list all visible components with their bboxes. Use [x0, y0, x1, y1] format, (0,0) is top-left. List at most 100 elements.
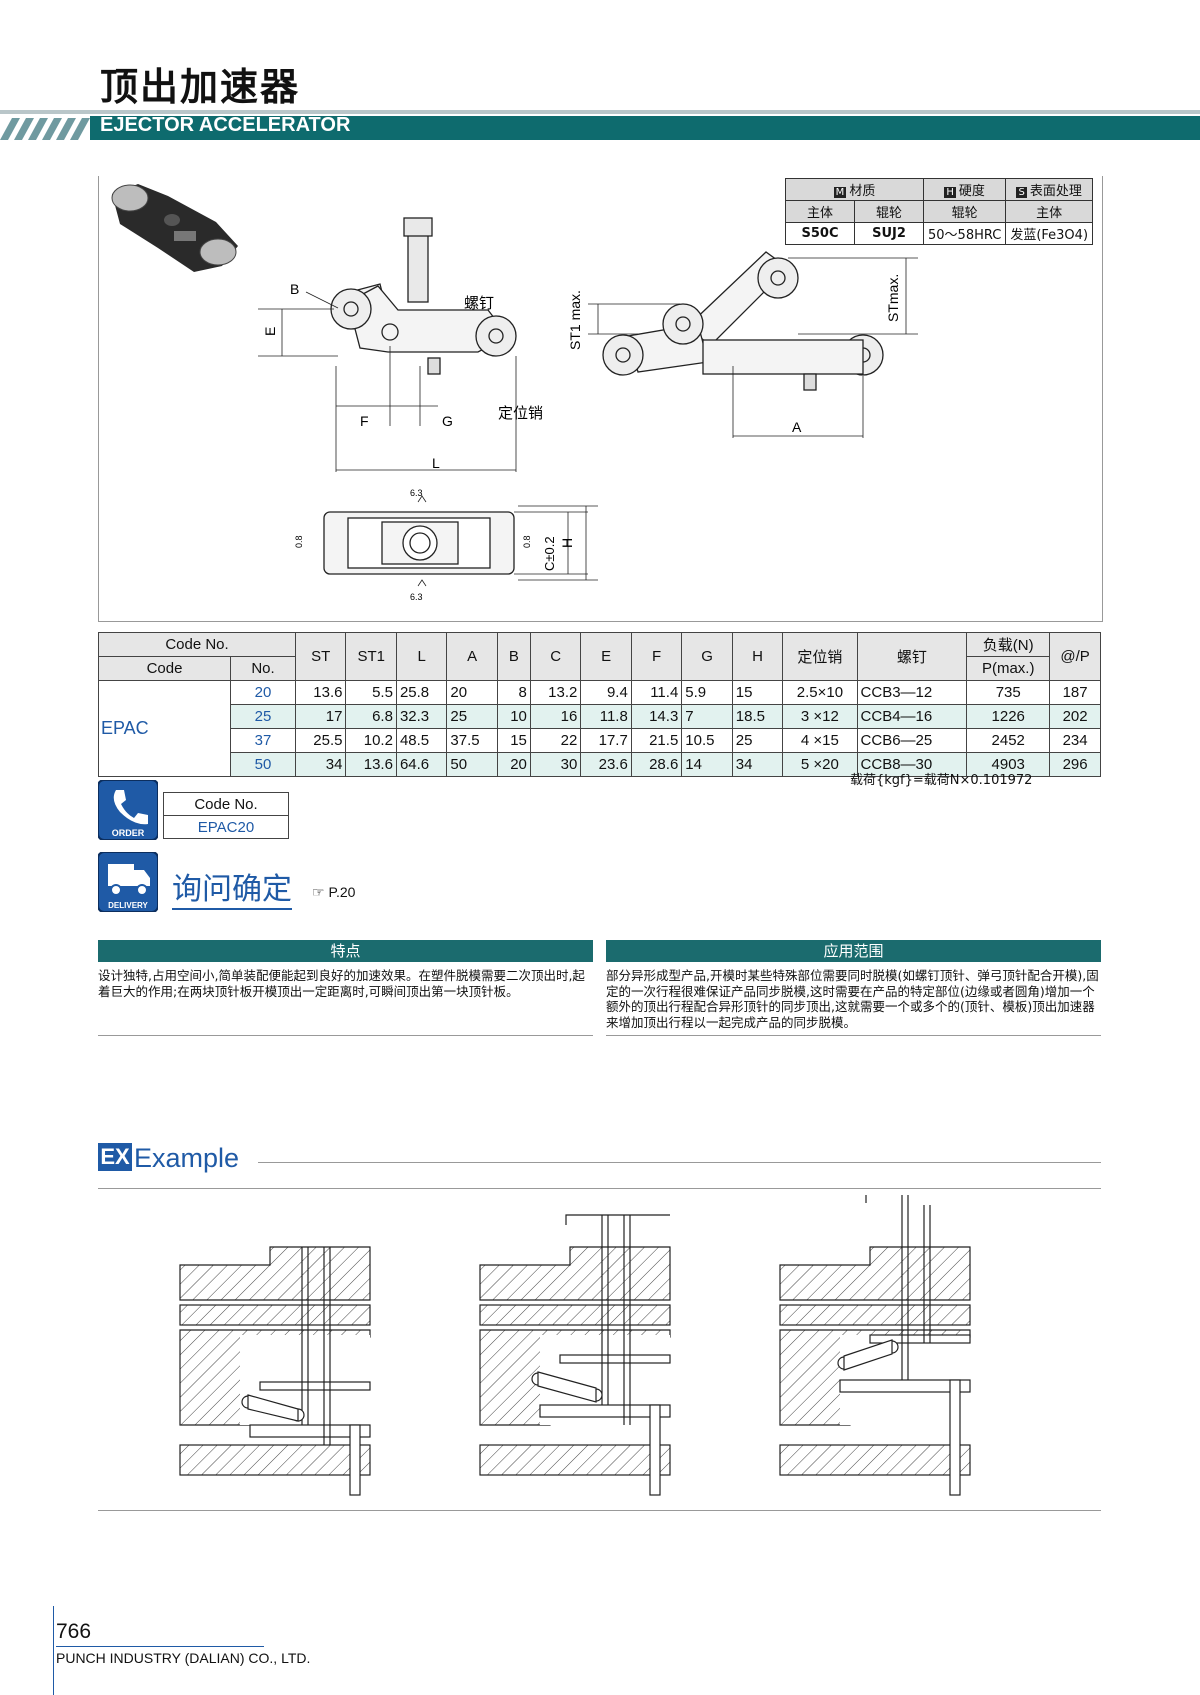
cell-e: 11.8 — [580, 704, 632, 729]
cell-b: 10 — [496, 704, 531, 729]
cell-f: 14.3 — [630, 704, 683, 729]
cell-e: 23.6 — [580, 752, 632, 777]
cell-g: 7 — [681, 704, 733, 729]
cell-price: 202 — [1049, 704, 1101, 729]
cell-st: 17 — [294, 704, 347, 729]
drawing-frame — [98, 176, 1103, 622]
cell-g: 14 — [681, 752, 733, 777]
th-c: C — [529, 632, 582, 681]
example-divider-bottom — [98, 1510, 1101, 1511]
cell-screw: CCB8—30 — [856, 752, 968, 777]
application-section: 应用范围 部分异形成型产品,开模时某些特殊部位需要同时脱模(如螺钉顶针、弹弓顶针… — [606, 940, 1101, 1036]
th-pin: 定位销 — [782, 632, 858, 681]
no-cell: 20 — [230, 680, 296, 705]
cell-f: 21.5 — [630, 728, 683, 753]
dim-g: G — [442, 413, 453, 429]
cell-g: 5.9 — [681, 680, 733, 705]
h-icon: H — [944, 187, 956, 198]
load-note: 载荷{kgf}=载荷N×0.101972 — [850, 773, 1033, 788]
roughness-top: 6.3 — [410, 488, 423, 498]
cell-price: 296 — [1049, 752, 1101, 777]
dim-e: E — [262, 327, 278, 336]
label-pin: 定位销 — [498, 405, 543, 422]
cell-load: 2452 — [966, 728, 1051, 753]
technical-drawing: B E F G L 螺钉 定位销 ST1 max. STmax. A — [111, 184, 918, 602]
delivery-text: 询问确定 — [172, 872, 292, 910]
th-st1: ST1 — [345, 632, 397, 681]
example-title: Example — [134, 1143, 240, 1173]
cell-st: 13.6 — [294, 680, 347, 705]
cell-h: 15 — [731, 680, 784, 705]
roughness-right: 0.8 — [522, 535, 532, 548]
label-screw: 螺钉 — [464, 295, 494, 312]
th-h: H — [731, 632, 784, 681]
order-code-table: Code No. EPAC20 — [163, 792, 289, 839]
dim-b: B — [290, 281, 299, 297]
dim-st1: ST1 max. — [567, 290, 583, 350]
example-figure-1 — [179, 1246, 371, 1496]
cell-a: 20 — [446, 680, 498, 705]
header-band — [0, 110, 1200, 140]
th-b: B — [496, 632, 531, 681]
cell-h: 18.5 — [731, 704, 784, 729]
svg-text:DELIVERY: DELIVERY — [108, 901, 148, 910]
delivery-ref-link[interactable]: ☞ P.20 — [312, 884, 356, 900]
cell-g: 10.5 — [681, 728, 733, 753]
material-body: S50C — [785, 222, 855, 245]
th-a: A — [446, 632, 498, 681]
footer-rule — [56, 1646, 264, 1647]
th-no: No. — [230, 656, 296, 681]
cell-price: 234 — [1049, 728, 1101, 753]
cell-h: 34 — [731, 752, 784, 777]
example-badge: EX — [98, 1143, 132, 1171]
th-st: ST — [294, 632, 347, 681]
cell-f: 28.6 — [630, 752, 683, 777]
sub-roller: 辊轮 — [854, 200, 924, 223]
roughness-left: 0.8 — [294, 535, 304, 548]
cell-c: 13.2 — [529, 680, 582, 705]
cell-h: 25 — [731, 728, 784, 753]
page-subtitle: EJECTOR ACCELERATOR — [100, 114, 351, 136]
order-code-value: EPAC20 — [163, 815, 289, 839]
no-cell: 37 — [230, 728, 296, 753]
cell-pin: 3 ×12 — [782, 704, 858, 729]
spec-table: Code No. ST ST1 L A B C E F G H 定位销 螺钉 负… — [98, 632, 1101, 777]
example-figure-3 — [779, 1195, 971, 1496]
th-screw: 螺钉 — [856, 632, 968, 681]
dim-st: STmax. — [885, 274, 901, 322]
cell-screw: CCB6—25 — [856, 728, 968, 753]
cell-b: 20 — [496, 752, 531, 777]
delivery-icon: DELIVERY — [98, 852, 158, 912]
cell-a: 37.5 — [446, 728, 498, 753]
cell-st1: 6.8 — [345, 704, 397, 729]
material-roller: SUJ2 — [854, 222, 924, 245]
th-price: @/P — [1049, 632, 1101, 681]
top-view — [323, 495, 598, 587]
cell-c: 30 — [529, 752, 582, 777]
th-code-no: Code No. — [98, 632, 296, 657]
th-load: 负载(N) — [966, 632, 1051, 657]
cell-c: 22 — [529, 728, 582, 753]
th-g: G — [681, 632, 733, 681]
cell-price: 187 — [1049, 680, 1101, 705]
cell-b: 15 — [496, 728, 531, 753]
cell-pin: 5 ×20 — [782, 752, 858, 777]
m-icon: M — [833, 187, 847, 198]
sub-body-2: 主体 — [1005, 200, 1094, 223]
cell-a: 25 — [446, 704, 498, 729]
cell-screw: CCB4—16 — [856, 704, 968, 729]
application-title: 应用范围 — [606, 940, 1101, 962]
no-cell: 50 — [230, 752, 296, 777]
s-icon: S — [1016, 187, 1027, 198]
cell-l: 32.3 — [395, 704, 448, 729]
example-divider — [98, 1188, 1101, 1189]
cell-st1: 13.6 — [345, 752, 397, 777]
th-e: E — [580, 632, 632, 681]
no-cell: 25 — [230, 704, 296, 729]
